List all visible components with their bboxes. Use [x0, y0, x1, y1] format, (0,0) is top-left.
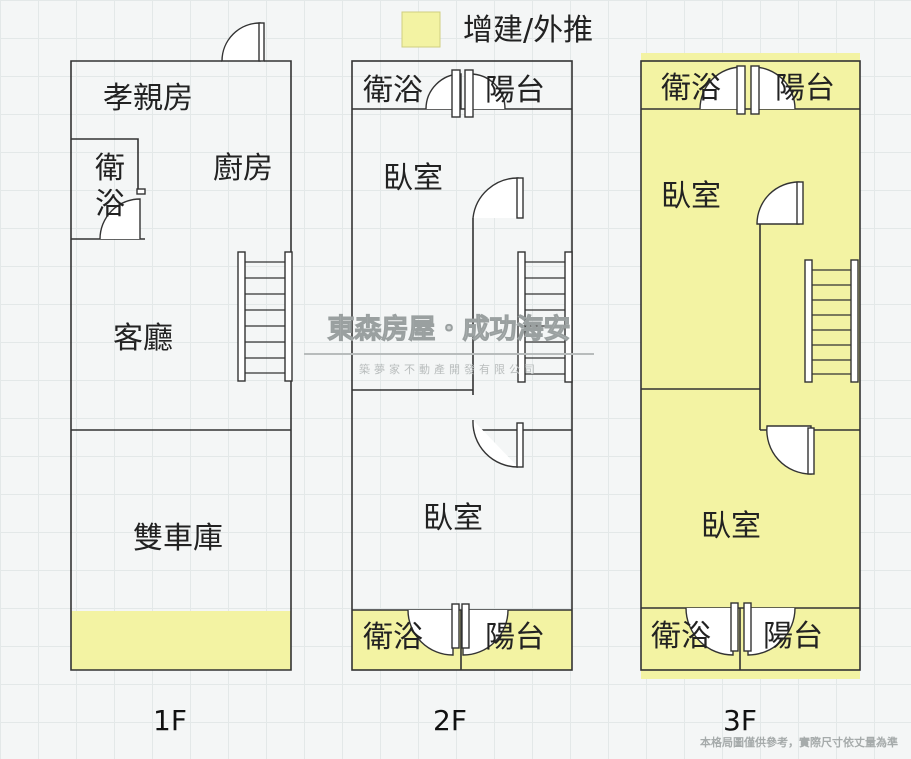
f3-back-post-right: [743, 602, 752, 652]
f2-back-bath-label: 衛浴: [363, 620, 423, 655]
f2-back-post-left: [451, 603, 460, 649]
f3-back-bath-label: 衛浴: [651, 619, 711, 654]
f3-back-post-left: [730, 602, 739, 652]
f3-front-post-left: [736, 65, 746, 115]
f2-front-bath-label: 衛浴: [363, 73, 423, 108]
f1-bathroom-label-bottom: 浴: [95, 187, 125, 222]
f1-outer-wall: [70, 60, 292, 671]
f1-kitchen-label: 廚房: [213, 151, 273, 186]
floor-1f: 孝親房 廚房 衛 浴 客廳 雙車庫 1F: [70, 22, 293, 737]
f3-back-balcony-door: [747, 607, 796, 656]
legend-label: 增建/外推: [463, 13, 593, 48]
f2-stair-door-bottom-post: [516, 422, 524, 468]
f2-back-bedroom-label: 臥室: [423, 501, 483, 536]
f2-front-bedroom-label: 臥室: [383, 161, 443, 196]
f3-stair-door-bottom-post: [807, 427, 815, 475]
brand-watermark: 東森房屋・成功海安 築夢家不動產開發有限公司: [304, 314, 594, 376]
f3-back-bedroom-label: 臥室: [701, 509, 761, 544]
legend-swatch: [401, 11, 441, 48]
f3-floor-label: 3F: [723, 704, 757, 737]
f3-front-bedroom-label: 臥室: [661, 179, 721, 214]
f1-floor-label: 1F: [153, 704, 187, 737]
f1-addition-area: [71, 611, 291, 670]
f2-front-balcony-label: 陽台: [485, 73, 545, 108]
f2-front-post-left: [451, 69, 461, 118]
f3-stair-door-top-post: [796, 181, 804, 225]
f2-stair-door-top-post: [516, 177, 524, 219]
f2-back-balcony-label: 陽台: [485, 620, 545, 655]
f3-back-bath-door: [685, 607, 734, 656]
f3-front-bath-label: 衛浴: [661, 71, 721, 106]
f3-addition-area: [641, 53, 860, 679]
f2-back-bath-door: [407, 609, 454, 656]
f2-floor-label: 2F: [433, 704, 467, 737]
f1-entry-door: [221, 22, 261, 62]
f2-stair-door-bottom: [472, 419, 519, 468]
brand-subtitle: 築夢家不動產開發有限公司: [359, 362, 539, 376]
f1-staircase: [237, 251, 293, 382]
f1-garage-label: 雙車庫: [133, 521, 223, 556]
f3-outer-wall: [640, 60, 861, 671]
legend: 增建/外推: [401, 11, 593, 48]
floor-3f: 衛浴 陽台 臥室 臥室 衛浴 陽台 3F: [640, 53, 861, 737]
f3-front-balcony-label: 陽台: [775, 71, 835, 106]
f1-bathroom-label-top: 衛: [95, 151, 125, 186]
f3-front-post-right: [750, 65, 760, 115]
f2-back-balcony-door: [462, 609, 509, 656]
f3-staircase: [804, 259, 859, 383]
f2-back-post-right: [461, 603, 470, 649]
f1-door-post: [258, 22, 265, 62]
f2-stair-door-top: [472, 177, 519, 219]
f2-staircase: [517, 251, 573, 383]
floor-2f: 衛浴 陽台 臥室 臥室 衛浴 陽台 2F: [351, 60, 573, 737]
f3-back-balcony-label: 陽台: [763, 619, 823, 654]
f1-bathroom-door: [99, 198, 141, 240]
disclaimer-text: 本格局圖僅供參考，實際尺寸依丈量為準: [700, 735, 898, 749]
f2-front-post-right: [464, 69, 474, 118]
f1-elderly-room-label: 孝親房: [103, 81, 193, 116]
f1-living-room-label: 客廳: [113, 321, 173, 356]
f1-bathroom-door-post: [136, 188, 146, 195]
brand-name: 東森房屋・成功海安: [328, 314, 571, 345]
